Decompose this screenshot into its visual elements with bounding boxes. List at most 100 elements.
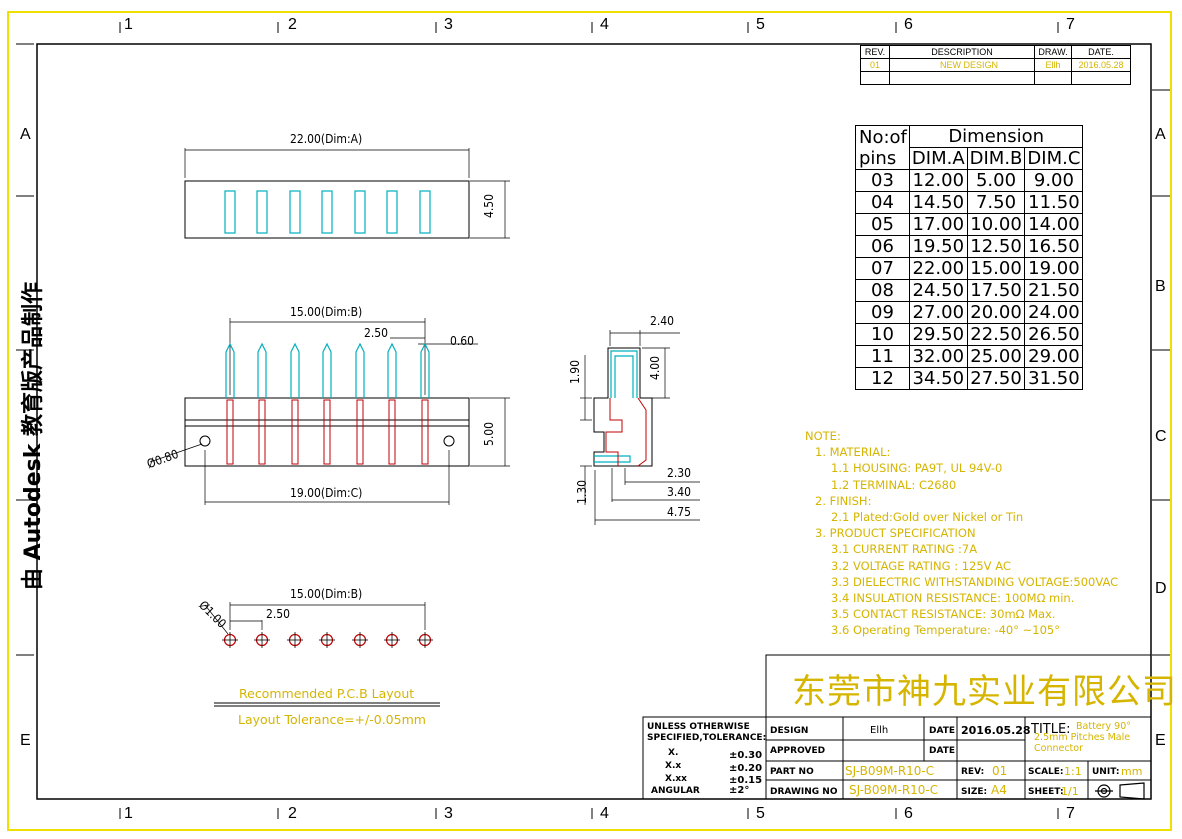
- dim-a-cell: 22.00: [908, 257, 968, 280]
- tol-label-xx: X.x: [665, 761, 682, 771]
- projection-symbol-icon: [1095, 782, 1145, 800]
- note-line-12: 3.6 Operating Temperature: -40° ~105°: [831, 623, 1060, 638]
- column-ticks: [119, 22, 1059, 819]
- col-label-1: 1: [124, 16, 133, 33]
- autodesk-side-text: 由 Autodesk 教育版产品制作: [21, 281, 46, 591]
- row-label-right-e: E: [1155, 732, 1166, 749]
- row-label-right-b: B: [1155, 278, 1166, 295]
- dim-pcb-pitch: 2.50: [266, 607, 291, 621]
- pcb-layout-tolerance: Layout Tolerance=+/-0.05mm: [238, 712, 426, 727]
- dim-b-cell: 7.50: [966, 191, 1026, 214]
- sheet-label: SHEET:: [1028, 787, 1064, 797]
- note-line-9: 3.3 DIELECTRIC WITHSTANDING VOLTAGE:500V…: [831, 574, 1119, 589]
- part-no-label: PART NO: [770, 767, 814, 777]
- dim-c-cell: 24.00: [1024, 301, 1084, 324]
- pins-header: No:of pins: [855, 125, 910, 170]
- row-label-right-a: A: [1155, 126, 1166, 143]
- dim-b-cell: 27.50: [966, 367, 1026, 390]
- dim-side-h1: 1.90: [568, 359, 582, 384]
- note-line-11: 3.5 CONTACT RESISTANCE: 30mΩ Max.: [831, 607, 1056, 622]
- date-label: DATE: [929, 726, 956, 736]
- tol-value-x: ±0.30: [729, 750, 763, 761]
- tol-label-angular: ANGULAR: [651, 786, 700, 796]
- description-header: DESCRIPTION: [889, 45, 1035, 59]
- dim-front-mount: 19.00(Dim:C): [290, 486, 363, 500]
- dim-front-pin: 0.60: [450, 334, 475, 348]
- notes-heading: NOTE:: [805, 429, 841, 443]
- row-ticks: [16, 43, 1170, 656]
- dim-side-w1: 2.30: [667, 466, 692, 480]
- col-label-bottom-2: 2: [288, 805, 297, 822]
- company-name: 东莞市神九实业有限公司: [792, 672, 1177, 712]
- dim-c-cell: 11.50: [1024, 191, 1084, 214]
- date-header: DATE.: [1071, 45, 1131, 59]
- description-value: NEW DESIGN: [889, 58, 1035, 72]
- col-label-6: 6: [904, 16, 913, 33]
- rev-header: REV.: [860, 45, 890, 59]
- rev-label-tb: REV:: [961, 767, 985, 777]
- dim-c-cell: 26.50: [1024, 323, 1084, 346]
- dim-b-header: DIM.B: [966, 147, 1026, 170]
- note-line-4: 2. FINISH:: [815, 493, 872, 508]
- dim-a-cell: 34.50: [908, 367, 968, 390]
- front-view-pins: [225, 342, 430, 398]
- dim-side-h3: 1.30: [575, 479, 589, 504]
- dimension-group-header: Dimension: [908, 125, 1084, 148]
- tol-value-angular: ±2°: [729, 785, 750, 796]
- dim-a-cell: 12.00: [908, 169, 968, 192]
- note-line-3: 1.2 TERMINAL: C2680: [831, 477, 957, 492]
- title-value: Battery 90° 2.5mm Pitches Male Connector: [1034, 721, 1132, 754]
- size-value: A4: [991, 783, 1007, 797]
- tol-label-xxx: X.xx: [665, 774, 687, 784]
- dim-c-cell: 21.50: [1024, 279, 1084, 302]
- unit-label: UNIT:: [1092, 767, 1120, 777]
- dim-c-cell: 9.00: [1024, 169, 1084, 192]
- pin-count-cell: 12: [855, 367, 910, 390]
- approved-label: APPROVED: [770, 746, 826, 756]
- side-view-pin: [594, 350, 638, 463]
- dim-a-cell: 29.50: [908, 323, 968, 346]
- size-label: SIZE:: [961, 787, 988, 797]
- dim-b-cell: 25.00: [966, 345, 1026, 368]
- pins-header-line1: No:of: [859, 126, 907, 148]
- design-label: DESIGN: [770, 726, 809, 736]
- pcb-hole-crosses: [222, 632, 433, 648]
- col-label-4: 4: [600, 16, 609, 33]
- side-view: [580, 330, 700, 525]
- note-line-6: 3. PRODUCT SPECIFICATION: [815, 526, 976, 541]
- row-label-right-d: D: [1155, 580, 1167, 597]
- dim-side-w2: 3.40: [667, 485, 692, 499]
- col-label-5: 5: [756, 16, 765, 33]
- dim-a-header: DIM.A: [908, 147, 968, 170]
- pcb-layout: [204, 602, 440, 707]
- pin-count-cell: 04: [855, 191, 910, 214]
- rev-value: 01: [860, 58, 890, 72]
- part-no-value: SJ-B09M-R10-C: [845, 764, 935, 778]
- dim-a-cell: 14.50: [908, 191, 968, 214]
- dim-front-height: 5.00: [482, 421, 496, 446]
- dim-side-top: 2.40: [650, 314, 675, 328]
- dim-side-w3: 4.75: [667, 505, 692, 519]
- col-label-bottom-5: 5: [756, 805, 765, 822]
- draw-header: DRAW.: [1034, 45, 1072, 59]
- pin-count-cell: 10: [855, 323, 910, 346]
- dim-side-h2: 4.00: [648, 355, 662, 380]
- dim-a-cell: 27.00: [908, 301, 968, 324]
- dim-b-cell: 20.00: [966, 301, 1026, 324]
- sheet-value: 1/1: [1061, 785, 1079, 798]
- date2-label: DATE: [929, 746, 956, 756]
- col-label-bottom-6: 6: [904, 805, 913, 822]
- drawing-no-value: SJ-B09M-R10-C: [849, 783, 939, 797]
